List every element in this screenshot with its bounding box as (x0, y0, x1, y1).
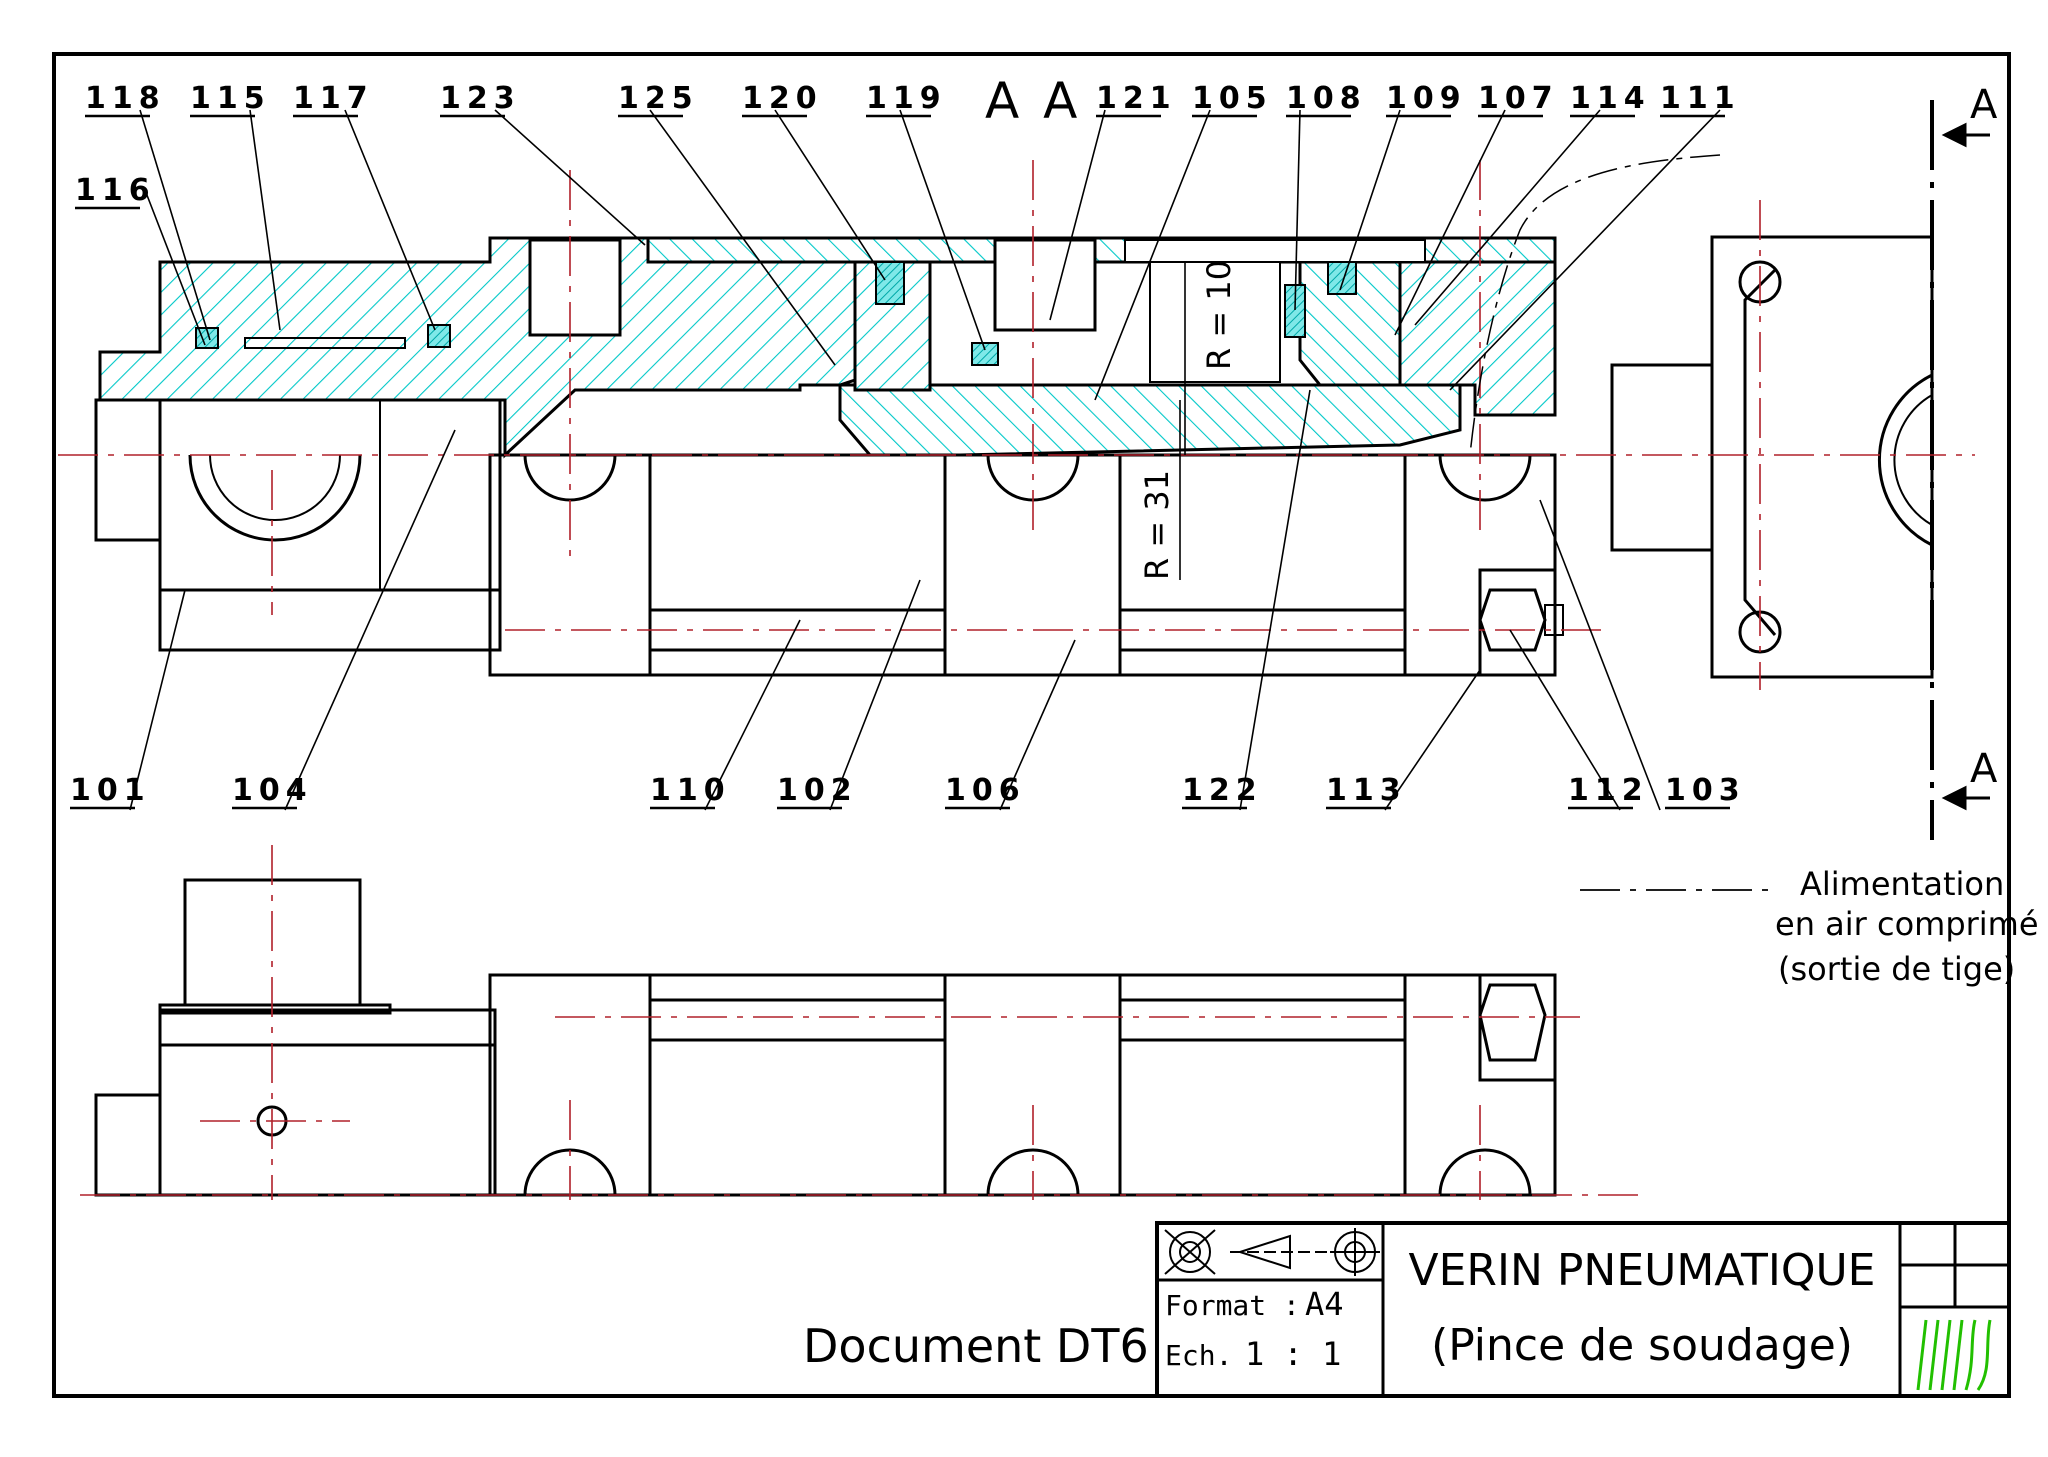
part-label: 113 (1326, 773, 1407, 808)
part-label: 103 (1665, 773, 1746, 808)
part-label: 121 (1096, 81, 1177, 116)
section-arrow-top (1941, 122, 1990, 148)
part-label: 117 (293, 81, 374, 116)
dimension-r10: R = 10 (1200, 260, 1238, 370)
piston-rod-section (838, 383, 1462, 457)
leader-lines (129, 109, 1721, 811)
scale-label: Ech. (1165, 1339, 1232, 1372)
part-label: 116 (75, 173, 156, 208)
clevis-eye-arc-inner (209, 454, 341, 521)
part-label: 125 (618, 81, 699, 116)
top-view-arc-3 (1438, 1148, 1532, 1196)
top-label-underlines (75, 114, 1725, 210)
title-block (1155, 1221, 2011, 1398)
seal-117 (427, 324, 451, 348)
format-label: Format : (1165, 1289, 1300, 1322)
end-view-boss (1610, 363, 1714, 552)
bore-left (528, 238, 622, 337)
stud-113 (1544, 604, 1564, 636)
cylinder-head-section (98, 236, 857, 459)
part-label: 105 (1192, 81, 1273, 116)
sheet-border (52, 52, 2011, 1398)
part-label: 111 (1660, 81, 1741, 116)
part-label: 102 (777, 773, 858, 808)
part-label: 112 (1568, 773, 1649, 808)
cap-slot (1124, 239, 1426, 263)
section-arrow-bottom (1941, 785, 1990, 811)
format-value: A4 (1305, 1285, 1344, 1323)
section-marker-top: A (1970, 82, 1998, 128)
center-lines (58, 160, 1975, 1200)
projection-symbol-icon (1164, 1228, 1380, 1276)
bore-middle (993, 238, 1097, 332)
seal-119 (971, 342, 999, 366)
port-arc-3 (1438, 454, 1532, 502)
end-view (1610, 100, 1990, 840)
part-label: 114 (1570, 81, 1651, 116)
part-label: 101 (70, 773, 151, 808)
section-title: A A (985, 72, 1081, 130)
top-view (94, 878, 1557, 1197)
clevis-body (158, 398, 502, 652)
clevis-eye-block (94, 398, 162, 542)
top-label-row: 118 115 117 123 125 120 119 121 105 108 … (75, 81, 1741, 208)
part-label: 122 (1182, 773, 1263, 808)
drawing-subtitle: (Pince de soudage) (1431, 1320, 1853, 1371)
seal-120 (875, 261, 905, 305)
part-label: 119 (866, 81, 947, 116)
top-view-nut-housing (1478, 973, 1557, 1082)
air-supply-path (1469, 154, 1721, 456)
part-label: 123 (440, 81, 521, 116)
part-label: 104 (232, 773, 313, 808)
part-label: 106 (945, 773, 1026, 808)
spring-115 (244, 337, 406, 349)
seal-109 (1327, 261, 1357, 295)
part-label: 109 (1386, 81, 1467, 116)
part-label: 115 (190, 81, 271, 116)
cylinder-body (488, 453, 1557, 677)
bottom-label-row: 101 104 110 102 106 122 113 112 103 (70, 773, 1746, 808)
part-label: 108 (1286, 81, 1367, 116)
part-label: 107 (1478, 81, 1559, 116)
section-marker-bottom: A (1970, 746, 1998, 792)
end-view-bore-inner (1893, 394, 1933, 526)
hex-nut-112 (1478, 588, 1547, 652)
logo-icon (1916, 1319, 1992, 1391)
top-view-fitting (94, 1093, 162, 1197)
end-view-bore (1877, 373, 1933, 547)
clevis-eye-arc (188, 454, 362, 542)
document-label: Document DT6 (803, 1319, 1149, 1373)
drawing-title: VERIN PNEUMATIQUE (1409, 1245, 1876, 1296)
chamber-rear (1149, 261, 1281, 383)
top-view-nut (1478, 983, 1547, 1062)
note-line-2: en air comprimé (1775, 905, 2039, 943)
note-line-3: (sortie de tige) (1778, 950, 2015, 988)
scale-value: 1 : 1 (1245, 1335, 1341, 1373)
dimension-r31: R = 31 (1138, 470, 1176, 580)
part-label: 120 (742, 81, 823, 116)
top-view-head (158, 1008, 497, 1197)
top-view-arc-2 (986, 1148, 1080, 1196)
note-line-1: Alimentation (1800, 865, 2004, 903)
part-label: 118 (85, 81, 166, 116)
part-label: 110 (650, 773, 731, 808)
section-view-aa (94, 236, 1564, 677)
